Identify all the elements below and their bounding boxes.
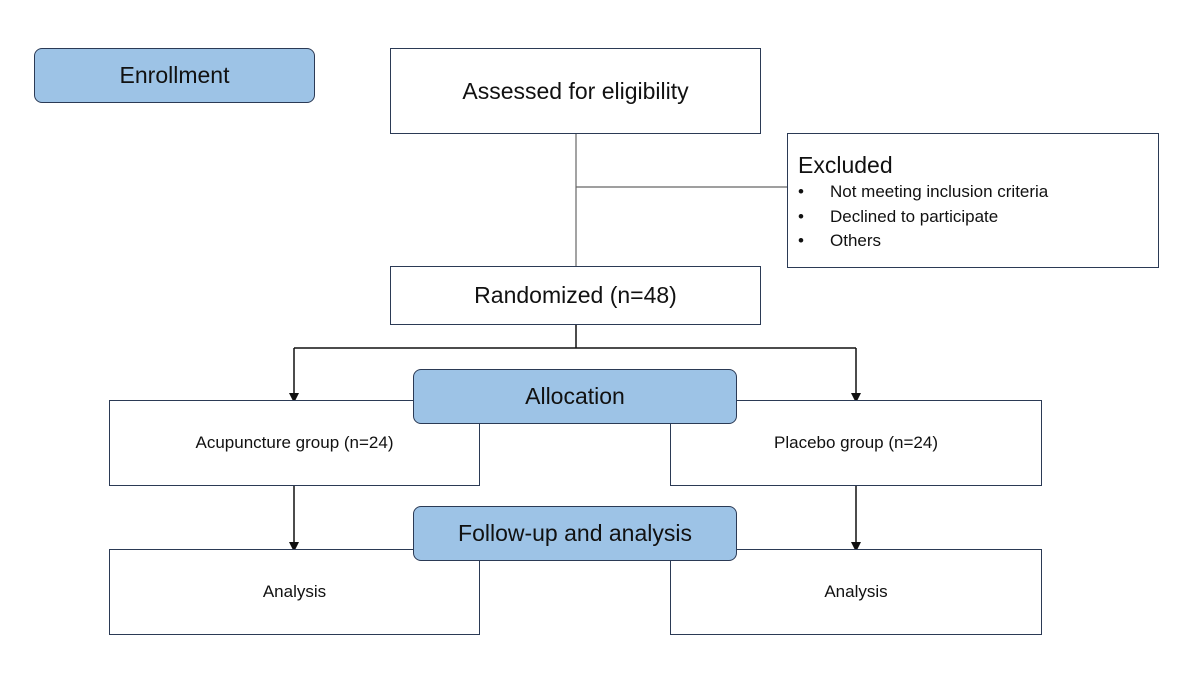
allocation-stage-label: Allocation [413, 369, 737, 424]
bullet-icon: • [798, 206, 804, 226]
excluded-reason-text: Not meeting inclusion criteria [830, 182, 1049, 201]
placebo-analysis-box: Analysis [670, 549, 1042, 635]
randomized-box: Randomized (n=48) [390, 266, 761, 325]
excluded-box: Excluded • Not meeting inclusion criteria… [787, 133, 1159, 268]
excluded-title: Excluded [798, 152, 893, 178]
excluded-reason-text: Declined to participate [830, 206, 999, 226]
acupuncture-analysis-box: Analysis [109, 549, 480, 635]
bullet-icon: • [798, 231, 804, 250]
enrollment-stage-label: Enrollment [34, 48, 315, 103]
excluded-reasons-list: • Not meeting inclusion criteria • Decline… [798, 180, 1158, 254]
excluded-reason-item: • Not meeting inclusion criteria [798, 180, 1158, 205]
bullet-icon: • [798, 182, 804, 201]
excluded-reason-text: Others [830, 231, 882, 250]
excluded-reason-item: • Declined to participate [798, 205, 1158, 230]
followup-stage-label: Follow-up and analysis [413, 506, 737, 561]
assessed-eligibility-box: Assessed for eligibility [390, 48, 761, 134]
excluded-reason-item: • Others [798, 229, 1158, 254]
